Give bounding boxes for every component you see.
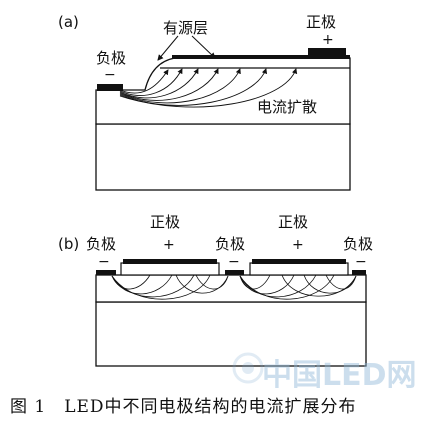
panel-a-tag: (a) [58, 13, 79, 31]
panel-a-active-layer-label: 有源层 [163, 19, 208, 37]
panel-a-negative-sign: − [104, 67, 116, 83]
panel-b-positive-sign-1: + [163, 237, 175, 253]
panel-b-tag: (b) [58, 235, 79, 253]
panel-b-negative-pad-1 [96, 270, 116, 275]
panel-a-positive-label: 正极 [306, 13, 336, 31]
panel-b-negative-pad-3 [352, 270, 366, 275]
panel-b-current-lines [111, 274, 357, 300]
panel-a-negative-pad [97, 84, 123, 91]
panel-a-label-pointer-1 [157, 35, 179, 61]
panel-b-positive-label-1: 正极 [150, 213, 180, 231]
panel-b-negative-sign-3: − [355, 254, 367, 270]
panel-b-positive-label-2: 正极 [278, 213, 308, 231]
panel-a-label-pointer-2 [191, 35, 216, 59]
panel-b-negative-label-3: 负极 [343, 235, 373, 253]
panel-a-spreading-label: 电流扩散 [257, 98, 317, 116]
panel-a-positive-sign: + [322, 32, 334, 48]
panel-b-negative-sign-2: − [228, 254, 240, 270]
watermark-text: 中国LED网 [262, 358, 417, 393]
panel-a-current-lines [119, 68, 298, 108]
panel-b-positive-sign-2: + [292, 237, 304, 253]
panel-b-structure [95, 259, 367, 367]
panel-b-positive-contact-1 [123, 259, 217, 264]
panel-b-mesa-2 [249, 262, 349, 276]
panel-a-top-contact [172, 55, 350, 59]
panel-b-mesa-1 [120, 262, 220, 276]
panel-b-negative-label-1: 负极 [86, 235, 116, 253]
panel-b-negative-label-2: 负极 [215, 235, 245, 253]
panel-b-substrate [95, 301, 367, 367]
figure-caption: 图 1 LED中不同电极结构的电流扩展分布 [10, 397, 357, 417]
watermark-logo-icon [232, 352, 264, 384]
panel-b-negative-sign-1: − [98, 254, 110, 270]
panel-a-negative-label: 负极 [96, 49, 126, 67]
panel-b-negative-pad-2 [225, 270, 244, 275]
panel-a-substrate [95, 123, 351, 191]
panel-b-positive-contact-2 [252, 259, 346, 264]
panel-a-structure [95, 35, 351, 191]
panel-b-epi-layer [95, 274, 367, 303]
panel-a-positive-pad [308, 48, 346, 56]
